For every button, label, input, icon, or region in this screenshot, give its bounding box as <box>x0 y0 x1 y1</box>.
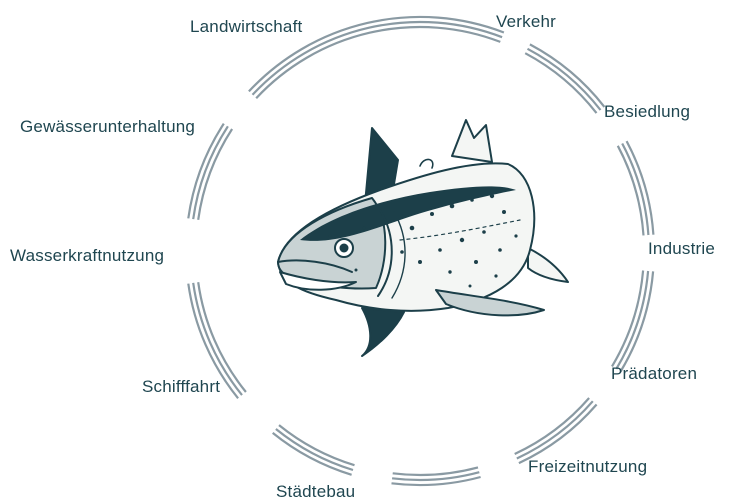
label-industrie: Industrie <box>648 240 715 257</box>
label-gewaesserunterhaltung: Gewässerunterhaltung <box>20 118 195 135</box>
label-freizeitnutzung: Freizeitnutzung <box>528 458 647 475</box>
label-staedtebau: Städtebau <box>276 483 355 500</box>
label-wasserkraftnutzung: Wasserkraftnutzung <box>10 247 164 264</box>
label-verkehr: Verkehr <box>496 13 556 30</box>
label-praedatoren: Prädatoren <box>611 365 697 382</box>
label-besiedlung: Besiedlung <box>604 103 690 120</box>
label-landwirtschaft: Landwirtschaft <box>190 18 302 35</box>
label-schifffahrt: Schifffahrt <box>142 378 220 395</box>
